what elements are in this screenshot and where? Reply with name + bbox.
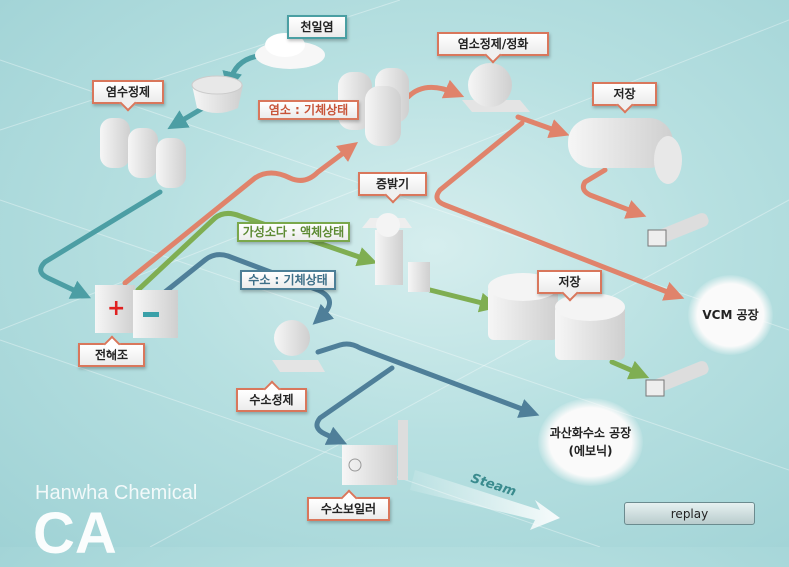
brine-purification-tanks <box>100 118 186 188</box>
chlorine-purifier <box>462 63 530 112</box>
steam-arrow <box>410 470 560 530</box>
label-hydrogen-purification: 수소정제 <box>236 388 307 412</box>
label-evaporator: 증발기 <box>358 172 427 196</box>
label-brine-purification: 염수정제 <box>92 80 164 104</box>
label-storage-mid: 저장 <box>537 270 602 294</box>
hydrogen-purifier <box>272 320 325 372</box>
svg-text:+: + <box>107 296 125 321</box>
electrolyzer: + <box>95 285 178 338</box>
label-hydrogen-gas: 수소 : 기체상태 <box>240 270 336 290</box>
hydrogen-flow <box>152 252 540 445</box>
label-storage-top: 저장 <box>592 82 657 106</box>
label-caustic-soda: 가성소다 : 액체상태 <box>237 222 350 242</box>
sea-salt-pile <box>255 33 325 69</box>
peroxide-plant-label: 과산화수소 공장 <box>549 426 632 440</box>
peroxide-company-label: (에보닉) <box>568 444 613 458</box>
label-chlorine-gas: 염소 : 기체상태 <box>258 100 359 120</box>
chlorine-gas-tanks <box>338 68 409 146</box>
tanker-truck-top <box>647 213 709 247</box>
brand-product: CA <box>33 501 117 566</box>
label-electrolyzer: 전해조 <box>78 343 145 367</box>
evaporator <box>362 213 430 292</box>
tanker-truck-bottom <box>645 361 709 397</box>
chlorine-storage-tank <box>568 118 682 184</box>
caustic-flow <box>135 210 650 380</box>
label-hydrogen-boiler: 수소보일러 <box>307 497 390 521</box>
hydrogen-boiler <box>342 420 408 485</box>
label-chlorine-purification: 염소정제/정화 <box>437 32 549 56</box>
replay-button[interactable]: replay <box>624 502 755 525</box>
chlorine-flow <box>122 79 685 301</box>
peroxide-plant: 과산화수소 공장 (에보닉) <box>538 398 643 486</box>
label-sea-salt: 천일염 <box>287 15 347 39</box>
brine-bowl <box>191 75 243 113</box>
vcm-plant: VCM 공장 <box>688 275 773 355</box>
vcm-plant-label: VCM 공장 <box>702 308 759 322</box>
brand-company: Hanwha Chemical <box>35 482 198 504</box>
